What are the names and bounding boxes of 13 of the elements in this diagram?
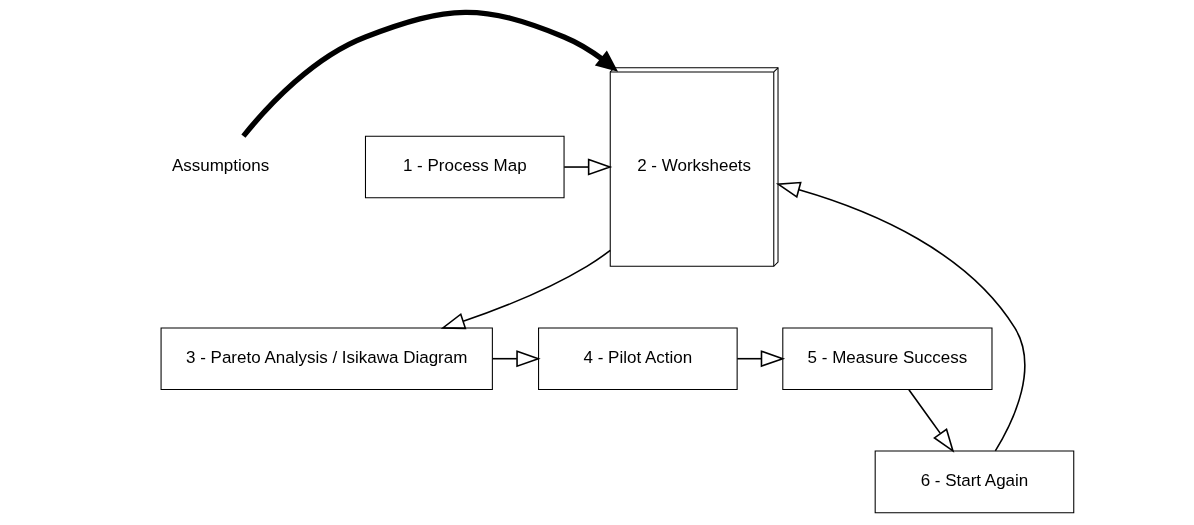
node-text: Assumptions (171, 156, 269, 176)
arrow (240, 9, 618, 138)
node-box: 3 - Pareto Analysis / Isikawa Diagram (160, 327, 493, 391)
node-box: 5 - Measure Success (781, 327, 992, 391)
arrow (736, 350, 785, 368)
arrow (440, 249, 611, 330)
arrow (907, 388, 954, 453)
arrow (491, 350, 541, 368)
arrow (562, 158, 612, 176)
node-box: 6 - Start Again (874, 450, 1074, 514)
node-box: 4 - Pilot Action (537, 327, 738, 391)
node-box: 1 - Process Map (364, 135, 565, 199)
arrow (775, 181, 1026, 452)
